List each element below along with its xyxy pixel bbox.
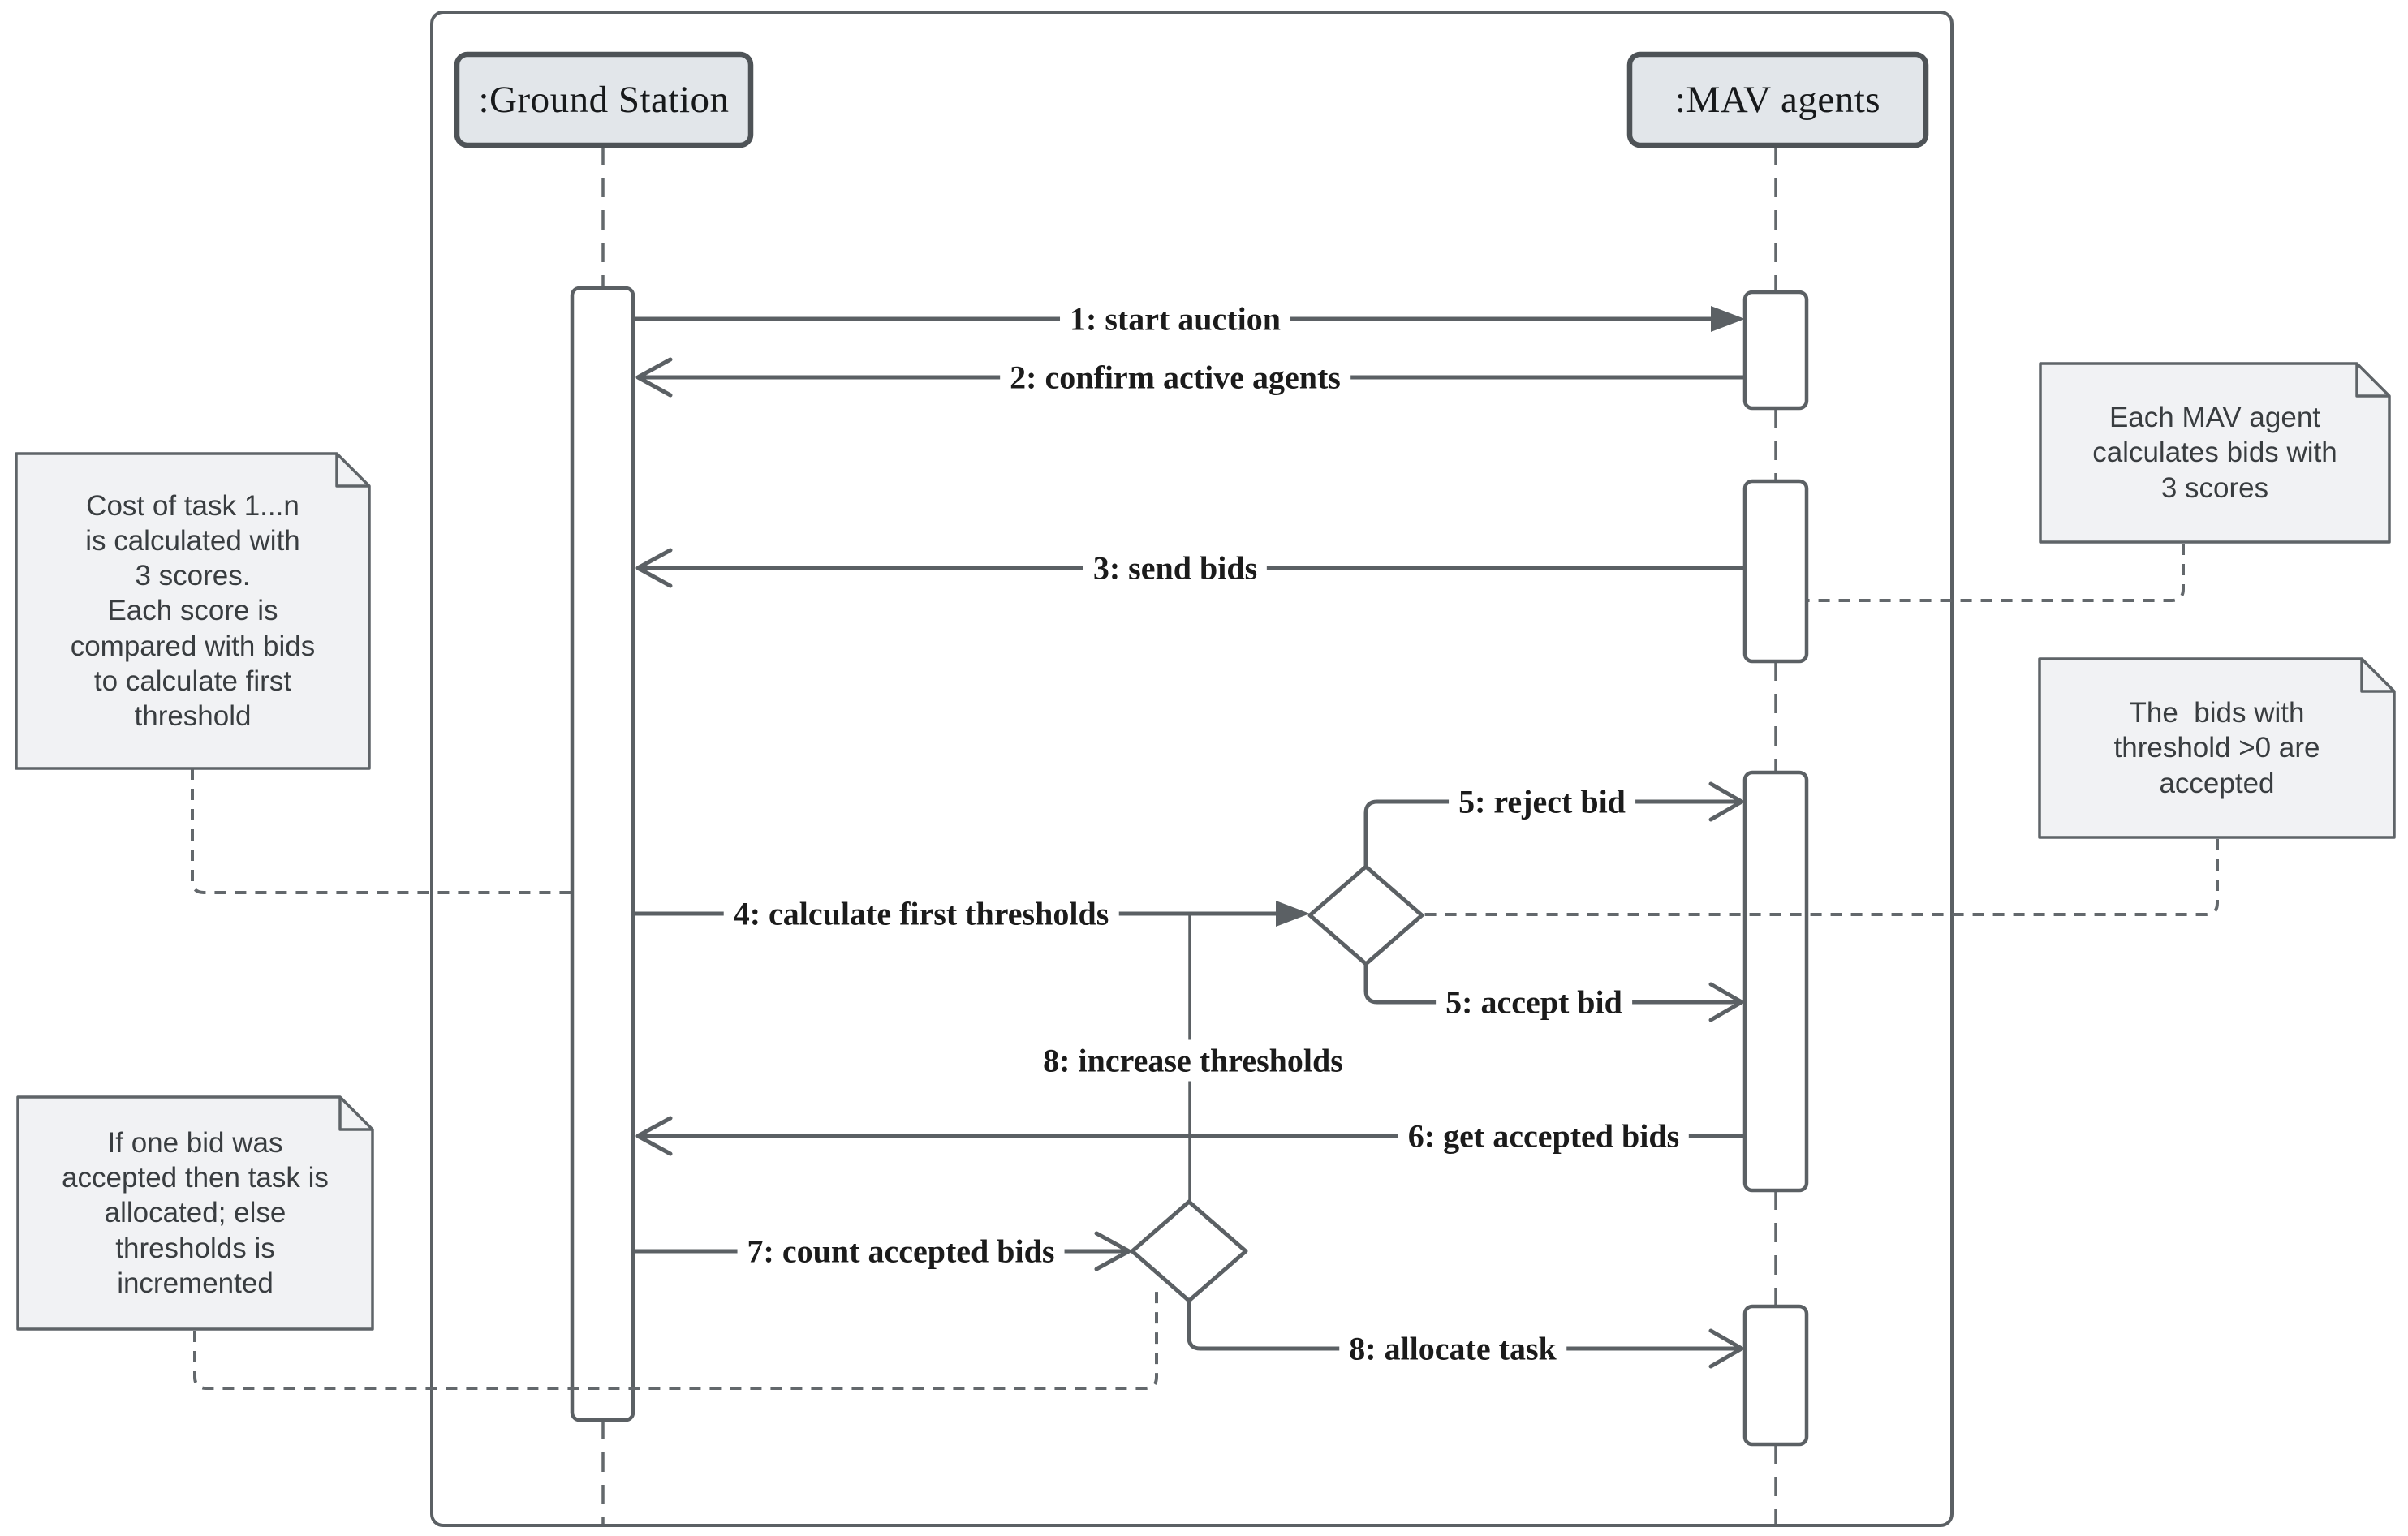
actor-boxes	[454, 51, 1929, 148]
note-text-cost-of-task: Cost of task 1...n is calculated with 3 …	[70, 490, 316, 732]
mav-activation-bar-3	[1742, 770, 1809, 1193]
mav-activation-bar-4	[1742, 1304, 1809, 1447]
note-shapes	[15, 362, 2396, 1331]
ground-station-activation-bar	[570, 286, 635, 1422]
message-label-start-auction: 1: start auction	[1060, 298, 1290, 340]
note-fold-each-mav-agent	[2355, 364, 2389, 398]
note-fold-if-one-bid	[338, 1097, 373, 1131]
arrowhead-get-accepted-bids	[635, 1116, 673, 1156]
arrowhead-reject-bid	[1708, 781, 1744, 822]
arrowhead-send-bids	[635, 548, 673, 588]
arrowhead-start-auction	[1711, 306, 1745, 332]
arrowhead-confirm-active-agents	[635, 357, 673, 398]
mav-activation-bar-2	[1742, 479, 1809, 664]
note-fold-cost-of-task	[335, 454, 369, 488]
arrowhead-calculate-first-thresholds	[1276, 901, 1310, 927]
message-label-increase-thresholds: 8: increase thresholds	[1033, 1039, 1353, 1082]
message-label-accept-bid: 5: accept bid	[1436, 981, 1632, 1023]
actor-box-mav-agents	[1626, 51, 1929, 148]
message-line-accept-bid	[1363, 962, 1742, 1005]
note-connector-each-mav-agent	[1808, 544, 2185, 602]
note-connector-bids-threshold	[1424, 839, 2219, 916]
open-arrowheads	[635, 357, 1744, 1369]
arrowhead-count-accepted-bids	[1094, 1231, 1131, 1271]
note-text-bids-threshold: The bids with threshold >0 are accepted	[2113, 697, 2320, 799]
message-label-reject-bid: 5: reject bid	[1449, 781, 1635, 823]
message-label-send-bids: 3: send bids	[1083, 547, 1268, 589]
arrowhead-accept-bid	[1708, 982, 1744, 1022]
decision-diamond-bid-threshold	[1307, 864, 1424, 966]
arrowhead-allocate-task	[1708, 1328, 1744, 1369]
message-label-count-accepted-bids: 7: count accepted bids	[737, 1230, 1065, 1272]
actor-label-mav-agents: :MAV agents	[1674, 79, 1881, 121]
note-shape-cost-of-task	[15, 452, 371, 770]
note-text-each-mav-agent: Each MAV agent calculates bids with 3 sc…	[2092, 402, 2337, 504]
decision-diamond-count-bids	[1130, 1199, 1248, 1303]
note-shape-bids-threshold	[2038, 657, 2396, 839]
note-connector-cost-of-task	[191, 768, 571, 894]
message-label-calculate-first-thresholds: 4: calculate first thresholds	[723, 893, 1119, 935]
message-label-get-accepted-bids: 6: get accepted bids	[1398, 1115, 1690, 1157]
actor-label-ground-station: :Ground Station	[478, 79, 730, 121]
mav-activation-bar-1	[1742, 290, 1809, 411]
lifelines	[601, 145, 1777, 1524]
filled-arrowheads	[1276, 306, 1745, 927]
note-shape-each-mav-agent	[2039, 362, 2391, 544]
note-connector-if-one-bid	[193, 1284, 1158, 1390]
note-shape-if-one-bid	[16, 1095, 374, 1331]
message-label-allocate-task: 8: allocate task	[1339, 1327, 1566, 1370]
message-label-confirm-active-agents: 2: confirm active agents	[1000, 356, 1350, 398]
note-text-if-one-bid: If one bid was accepted then task is all…	[62, 1127, 329, 1299]
message-line-allocate-task	[1187, 1298, 1742, 1351]
note-connectors	[191, 544, 2219, 1390]
message-line-reject-bid	[1363, 799, 1742, 869]
actor-box-ground-station	[454, 51, 754, 148]
note-fold-bids-threshold	[2360, 659, 2394, 693]
activation-bars	[570, 286, 1809, 1447]
decision-diamonds	[1130, 864, 1424, 1303]
